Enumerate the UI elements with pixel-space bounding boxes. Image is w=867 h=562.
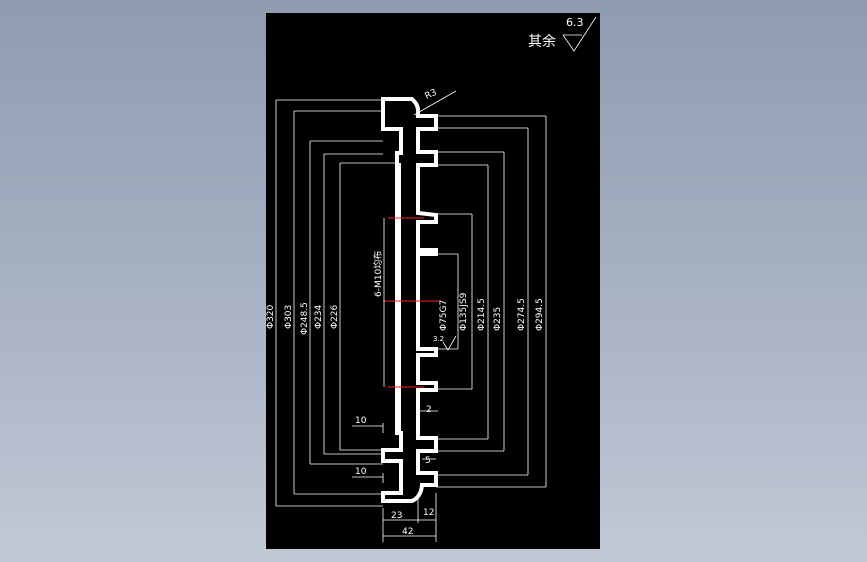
- roughness-note: 其余: [528, 33, 556, 50]
- drawing-canvas: R3 其余 6.3 3.2 Φ320 Φ303 Φ248.5 Φ234 Φ226…: [266, 16, 597, 542]
- dim-23: 23: [391, 511, 402, 521]
- dia-234-label: Φ234: [314, 304, 324, 329]
- thread-note: 6-M10均布: [372, 251, 384, 297]
- radius-leader: [413, 90, 457, 116]
- dia-294-5-label: Φ294.5: [535, 298, 545, 331]
- dim-10-top: 10: [355, 416, 367, 426]
- dia-135js9-label: Φ135JS9: [459, 292, 469, 331]
- dim-10-bottom: 10: [355, 467, 367, 477]
- dia-320-label: Φ320: [266, 304, 276, 329]
- roughness-symbol: [562, 16, 597, 52]
- dia-214-5-label: Φ214.5: [477, 298, 487, 331]
- dim-12: 12: [423, 508, 434, 518]
- small-dimensions: 10 10 2 5 23 12 42: [352, 405, 438, 542]
- part-outline: [381, 97, 438, 503]
- dia-274-5-label: Φ274.5: [517, 298, 527, 331]
- left-dimension-lines: [275, 99, 397, 507]
- dim-5: 5: [425, 456, 431, 466]
- left-diameter-labels: Φ320 Φ303 Φ248.5 Φ234 Φ226 6-M10均布: [266, 251, 384, 335]
- dia-248-5-label: Φ248.5: [300, 302, 310, 335]
- dia-75g7-label: Φ75G7: [439, 300, 449, 331]
- dia-303-label: Φ303: [284, 305, 294, 329]
- right-dimension-lines: [418, 115, 547, 488]
- dia-226-label: Φ226: [330, 304, 340, 329]
- inner-roughness-value: 3.2: [433, 335, 444, 343]
- inner-roughness-symbol: [442, 335, 457, 351]
- radius-label: R3: [424, 88, 439, 102]
- drawing-sheet: R3 其余 6.3 3.2 Φ320 Φ303 Φ248.5 Φ234 Φ226…: [266, 13, 600, 549]
- dim-2: 2: [426, 405, 432, 415]
- dim-42: 42: [402, 527, 413, 537]
- right-diameter-labels: Φ75G7 Φ135JS9 Φ214.5 Φ235 Φ274.5 Φ294.5: [439, 292, 545, 331]
- roughness-value: 6.3: [566, 16, 584, 29]
- web-strip: [397, 163, 401, 433]
- dia-235-label: Φ235: [493, 307, 503, 331]
